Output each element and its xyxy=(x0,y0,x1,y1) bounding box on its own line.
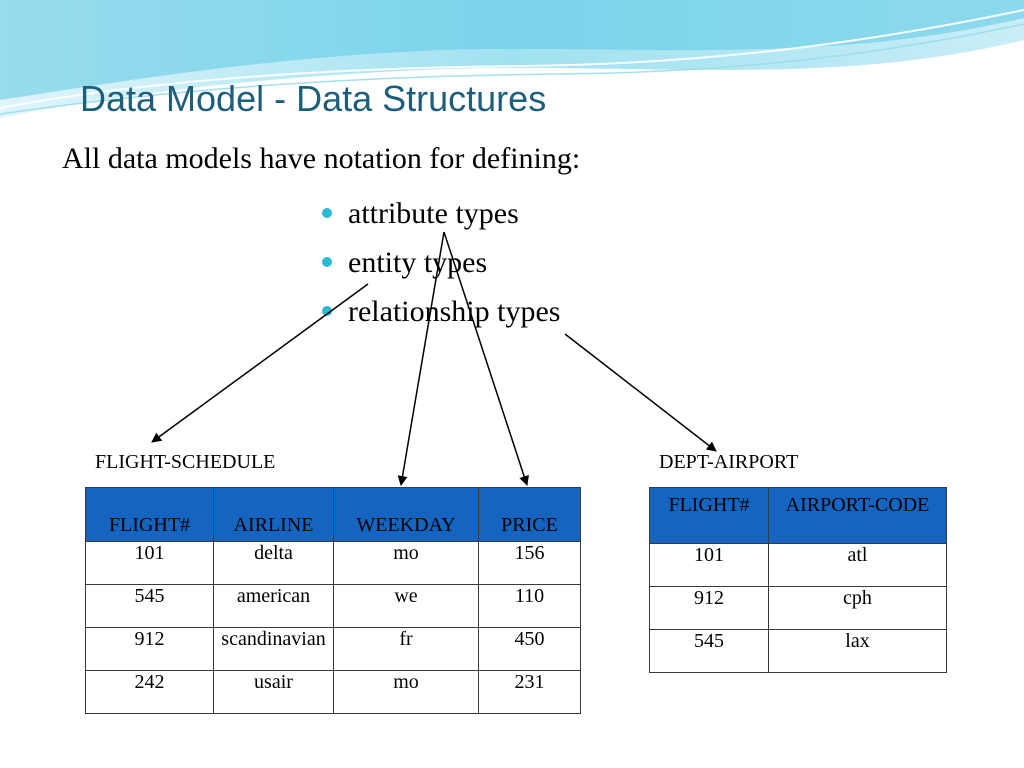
table-cell: delta xyxy=(213,541,334,585)
table-cell: mo xyxy=(333,541,479,585)
bullet-dot-icon xyxy=(322,208,332,218)
table-cell: 101 xyxy=(85,541,214,585)
table-cell: 101 xyxy=(649,543,769,587)
column-header: FLIGHT# xyxy=(85,487,214,542)
table-cell: 545 xyxy=(85,584,214,628)
table-cell: 545 xyxy=(649,629,769,673)
table-cell: we xyxy=(333,584,479,628)
flight-schedule-caption: FLIGHT-SCHEDULE xyxy=(95,451,276,473)
bullet-list: attribute types entity types relationshi… xyxy=(320,194,560,341)
table-row: 545 american we 110 xyxy=(85,584,581,628)
page-title: Data Model - Data Structures xyxy=(80,78,547,119)
table-cell: scandinavian xyxy=(213,627,334,671)
column-header: WEEKDAY xyxy=(333,487,479,542)
flight-schedule-table: FLIGHT# AIRLINE WEEKDAY PRICE 101 delta … xyxy=(85,487,581,714)
arrow-relationship-to-dept-airport xyxy=(564,333,717,452)
column-header: AIRLINE xyxy=(213,487,334,542)
table-row: 101 delta mo 156 xyxy=(85,541,581,585)
table-row: 912 scandinavian fr 450 xyxy=(85,627,581,671)
header-wave-decoration xyxy=(0,0,1024,118)
table-row: 101 atl xyxy=(649,543,947,587)
table-cell: 450 xyxy=(478,627,581,671)
bullet-attribute-types: attribute types xyxy=(320,194,560,243)
table-row: 912 cph xyxy=(649,586,947,630)
table-cell: mo xyxy=(333,670,479,714)
table-cell: 912 xyxy=(85,627,214,671)
bullet-entity-types: entity types xyxy=(320,243,560,292)
bullet-dot-icon xyxy=(322,306,332,316)
table-cell: fr xyxy=(333,627,479,671)
bullet-dot-icon xyxy=(322,257,332,267)
dept-airport-table: FLIGHT# AIRPORT-CODE 101 atl 912 cph 545… xyxy=(649,487,947,673)
bullet-label: attribute types xyxy=(348,197,519,230)
bullet-label: entity types xyxy=(348,246,488,279)
table-cell: cph xyxy=(768,586,947,630)
table-row: 242 usair mo 231 xyxy=(85,670,581,714)
table-header-row: FLIGHT# AIRPORT-CODE xyxy=(649,487,947,544)
dept-airport-caption: DEPT-AIRPORT xyxy=(659,451,799,473)
intro-text: All data models have notation for defini… xyxy=(62,142,581,175)
table-header-row: FLIGHT# AIRLINE WEEKDAY PRICE xyxy=(85,487,581,542)
table-cell: 231 xyxy=(478,670,581,714)
table-cell: 242 xyxy=(85,670,214,714)
column-header: FLIGHT# xyxy=(649,487,769,544)
table-cell: lax xyxy=(768,629,947,673)
column-header: PRICE xyxy=(478,487,581,542)
table-cell: 912 xyxy=(649,586,769,630)
table-cell: 156 xyxy=(478,541,581,585)
table-cell: american xyxy=(213,584,334,628)
bullet-relationship-types: relationship types xyxy=(320,292,560,341)
table-cell: 110 xyxy=(478,584,581,628)
table-cell: atl xyxy=(768,543,947,587)
bullet-label: relationship types xyxy=(348,295,561,328)
table-row: 545 lax xyxy=(649,629,947,673)
table-cell: usair xyxy=(213,670,334,714)
column-header: AIRPORT-CODE xyxy=(768,487,947,544)
